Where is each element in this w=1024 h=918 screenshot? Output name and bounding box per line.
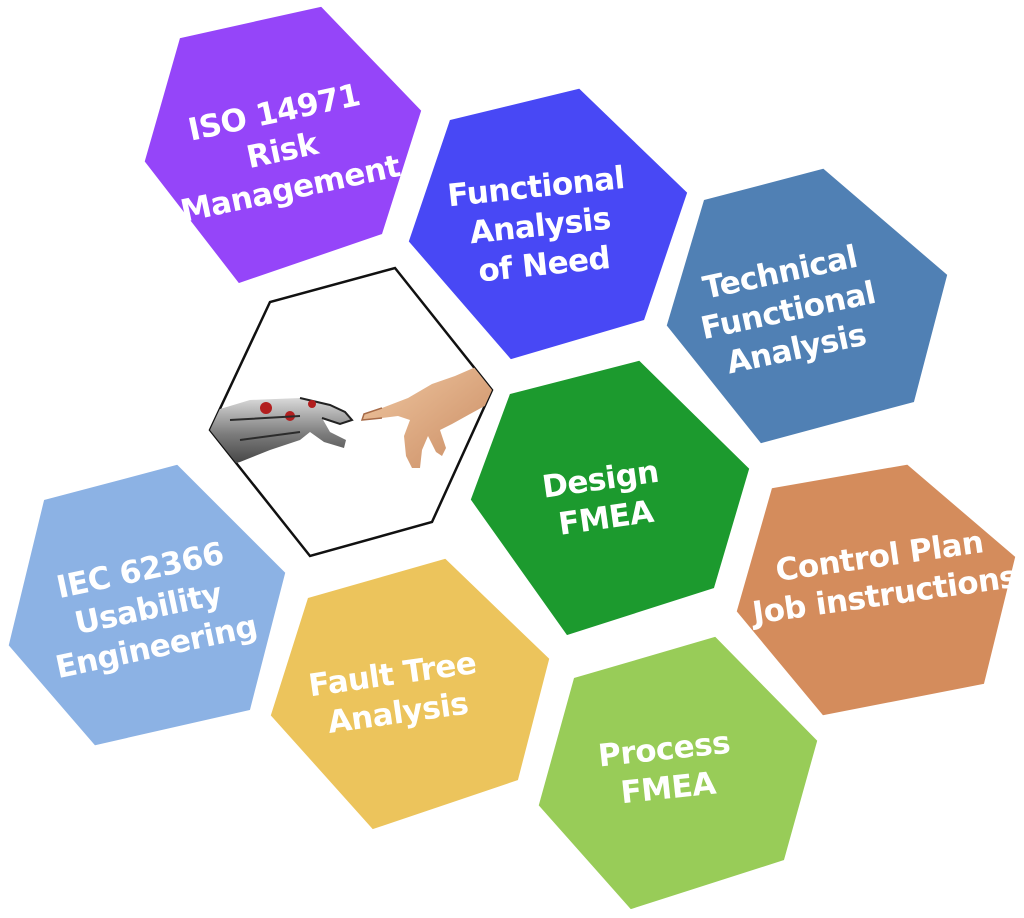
hex-tile-process-fmea: ProcessFMEA [533,631,823,915]
hex-tile-design-fmea: DesignFMEA [465,355,755,641]
hex-tile-fault-tree-analysis: Fault TreeAnalysis [265,553,555,835]
hex-shape-process-fmea [533,631,823,915]
hex-shape-design-fmea [465,355,755,641]
hex-shape-control-plan [731,459,1021,721]
hex-shape-technical-functional-analysis [661,163,953,449]
hex-tile-control-plan: Control PlanJob instructions [731,459,1021,721]
hex-tile-functional-analysis-of-need: FunctionalAnalysisof Need [403,83,693,365]
hex-shape-iec-62366 [3,459,291,751]
center-image-tile [208,266,494,558]
hex-tile-iec-62366: IEC 62366UsabilityEngineering [3,459,291,751]
hex-tile-iso-14971: ISO 14971RiskManagement [139,1,427,289]
hex-shape-functional-analysis-of-need [403,83,693,365]
hex-shape-fault-tree-analysis [265,553,555,835]
hex-label-functional-analysis-of-need: FunctionalAnalysisof Need [446,160,634,292]
hex-shape-iso-14971 [139,1,427,289]
robot-and-human-hands-icon [210,362,492,470]
hex-tile-technical-functional-analysis: TechnicalFunctionalAnalysis [661,163,953,449]
